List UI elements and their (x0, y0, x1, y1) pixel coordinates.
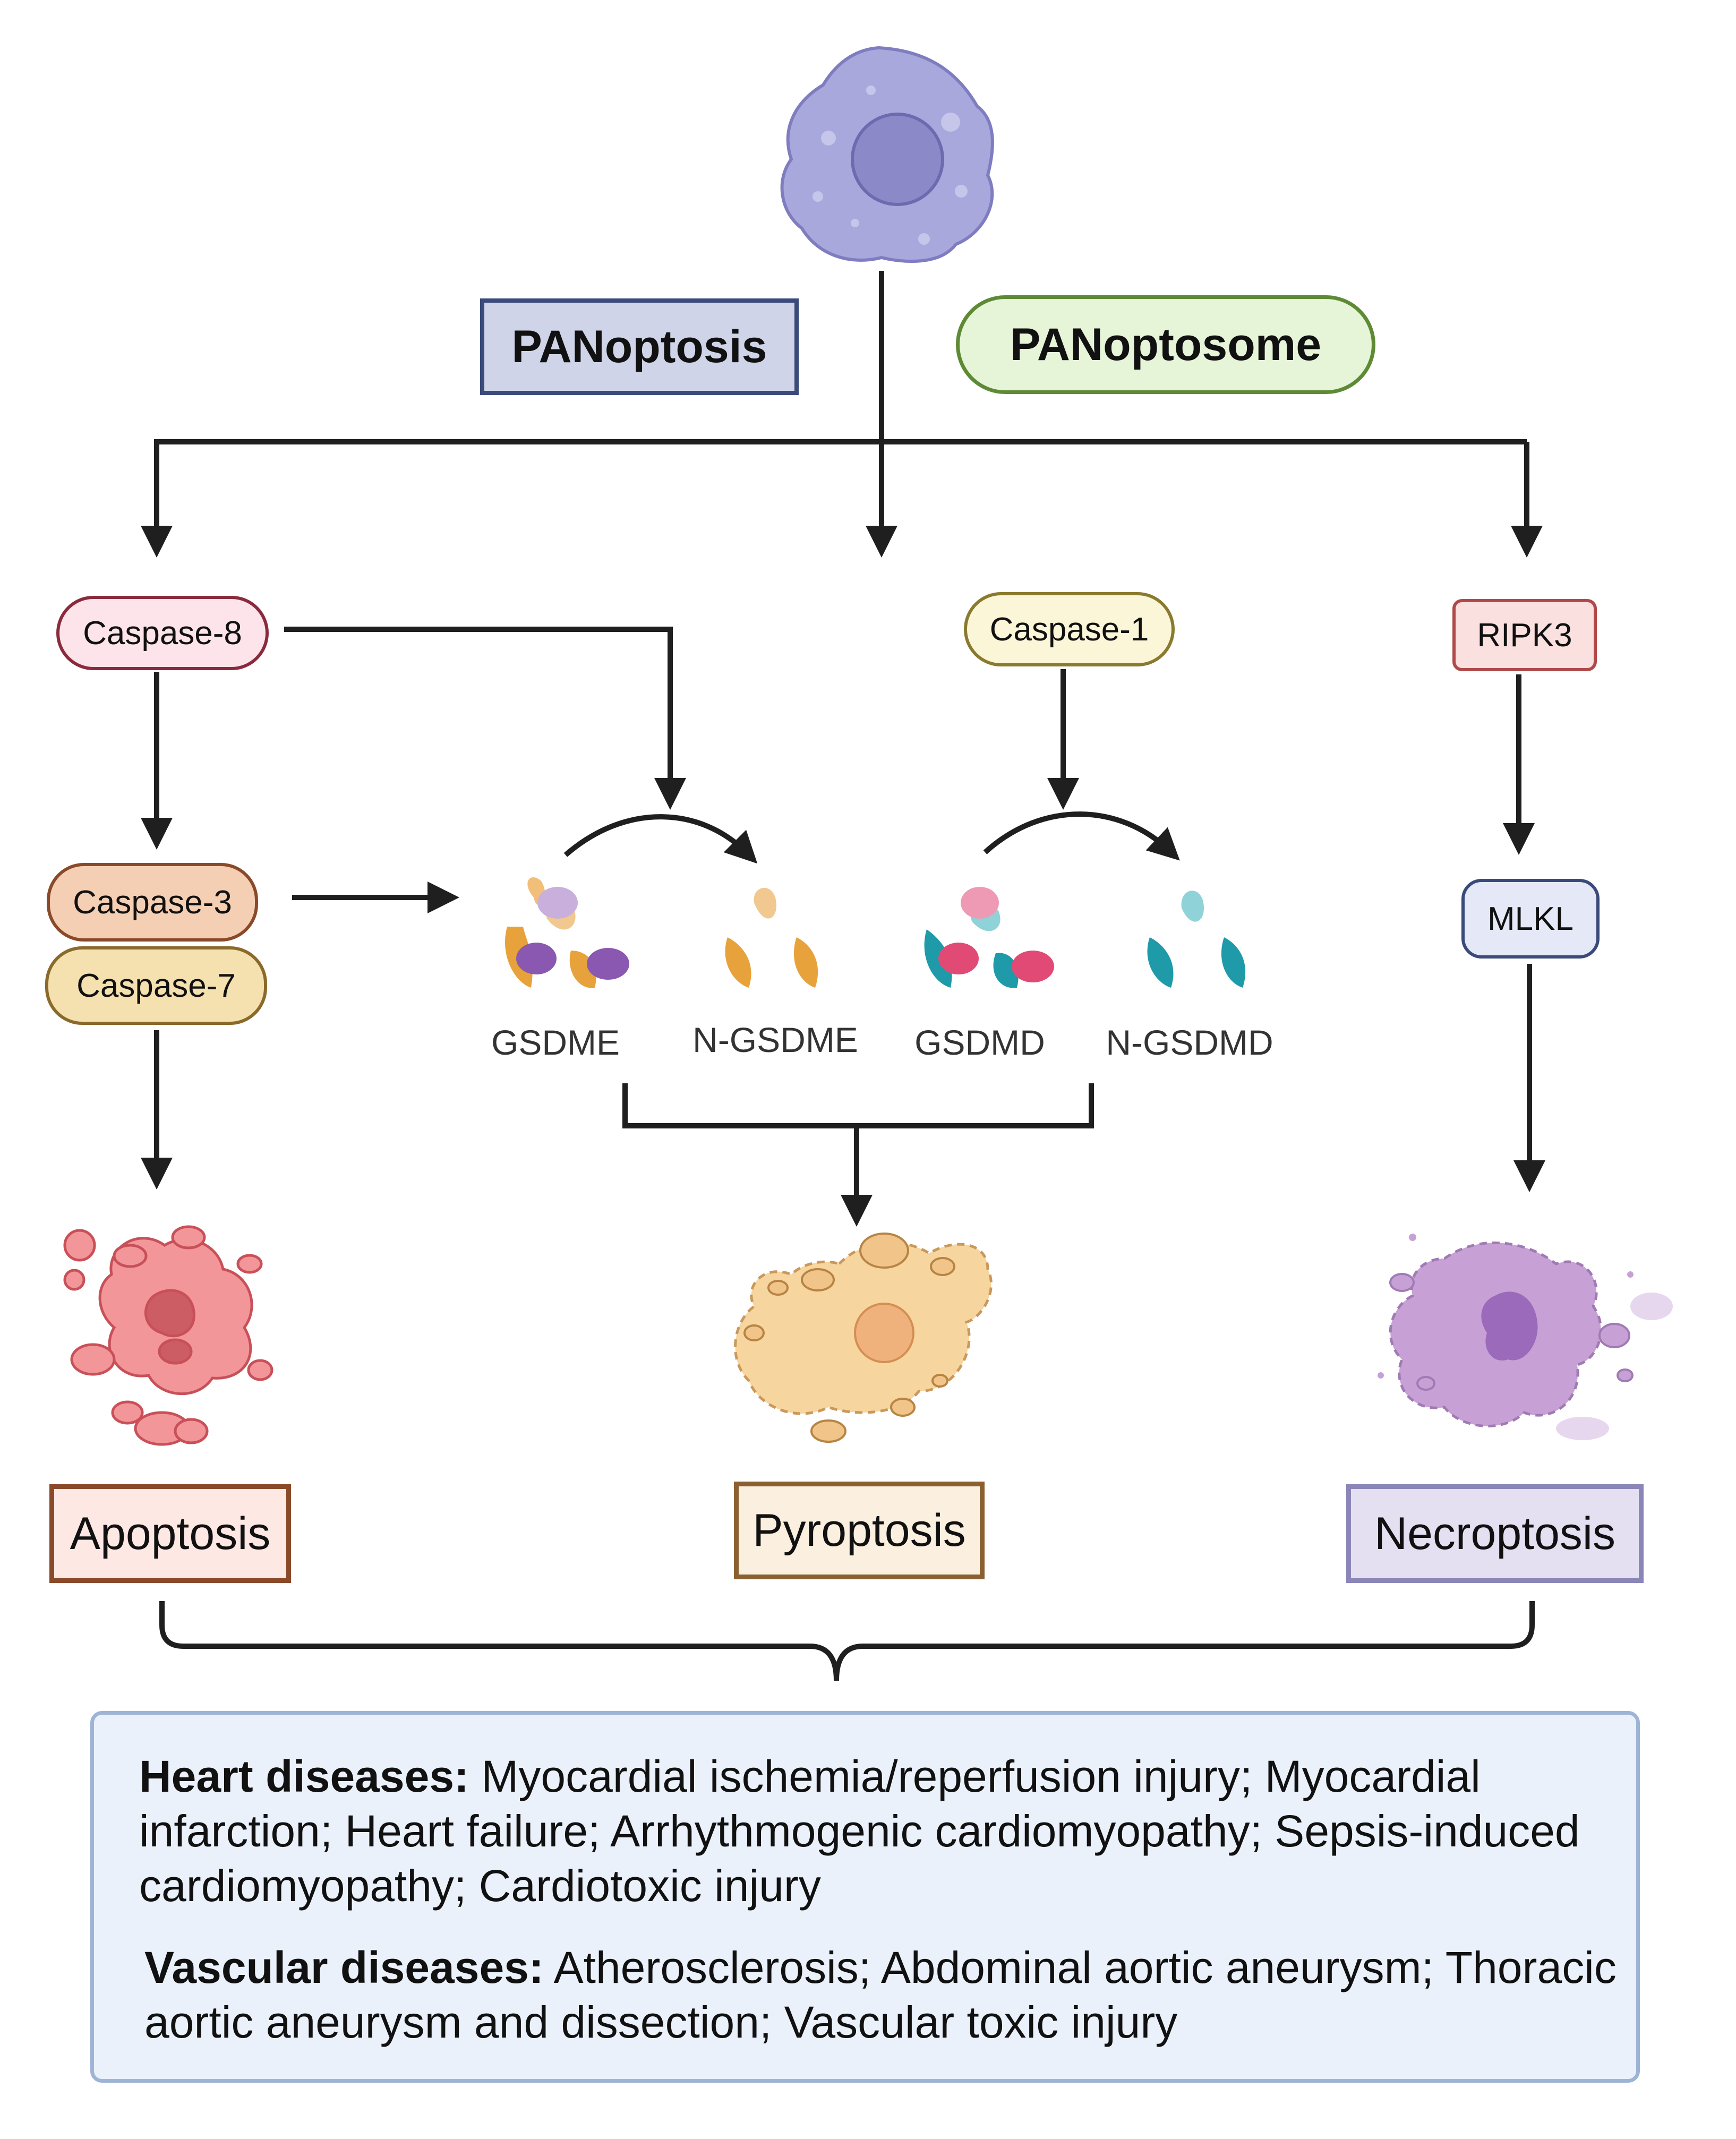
gsdmd-label: GSDMD (914, 1023, 1045, 1062)
apoptosis-box: Apoptosis (49, 1484, 291, 1583)
apoptotic-cell-icon (63, 1225, 273, 1446)
immune-cell-icon (780, 46, 994, 263)
panoptosome-title: PANoptosome (956, 295, 1375, 394)
heart-diseases-heading: Heart diseases: (139, 1751, 469, 1801)
pyroptosis-box: Pyroptosis (734, 1482, 985, 1579)
caspase-1-node: Caspase-1 (964, 592, 1175, 666)
pyroptotic-cell-icon (734, 1233, 993, 1443)
n-gsdme-protein-icon (725, 887, 818, 988)
disease-box: Heart diseases: Myocardial ischemia/repe… (90, 1711, 1640, 2083)
caspase-3-node: Caspase-3 (47, 863, 258, 942)
n-gsdmd-label: N-GSDMD (1106, 1023, 1273, 1062)
vascular-diseases-paragraph: Vascular diseases: Atherosclerosis; Abdo… (144, 1940, 1621, 2050)
heart-diseases-list: Myocardial ischemia/reperfusion injury; … (139, 1751, 1580, 1911)
mlkl-node: MLKL (1461, 879, 1600, 959)
necroptosis-box: Necroptosis (1346, 1484, 1644, 1583)
n-gsdmd-protein-icon (1147, 891, 1246, 988)
gsdmd-protein-icon (924, 887, 1054, 988)
vascular-diseases-heading: Vascular diseases: (144, 1943, 544, 1992)
gsdme-label: GSDME (491, 1023, 620, 1062)
n-gsdme-label: N-GSDME (692, 1020, 858, 1059)
main-branch-lines (141, 271, 1545, 1681)
heart-diseases-paragraph: Heart diseases: Myocardial ischemia/repe… (139, 1749, 1615, 1913)
gsdme-protein-icon (505, 877, 629, 988)
vascular-diseases-list: Atherosclerosis; Abdominal aortic aneury… (144, 1943, 1617, 2047)
ripk3-node: RIPK3 (1452, 599, 1597, 671)
panoptosis-title: PANoptosis (480, 298, 799, 395)
necroptotic-cell-icon (1378, 1234, 1673, 1440)
caspase-7-node: Caspase-7 (45, 946, 267, 1025)
caspase-8-node: Caspase-8 (56, 596, 269, 670)
